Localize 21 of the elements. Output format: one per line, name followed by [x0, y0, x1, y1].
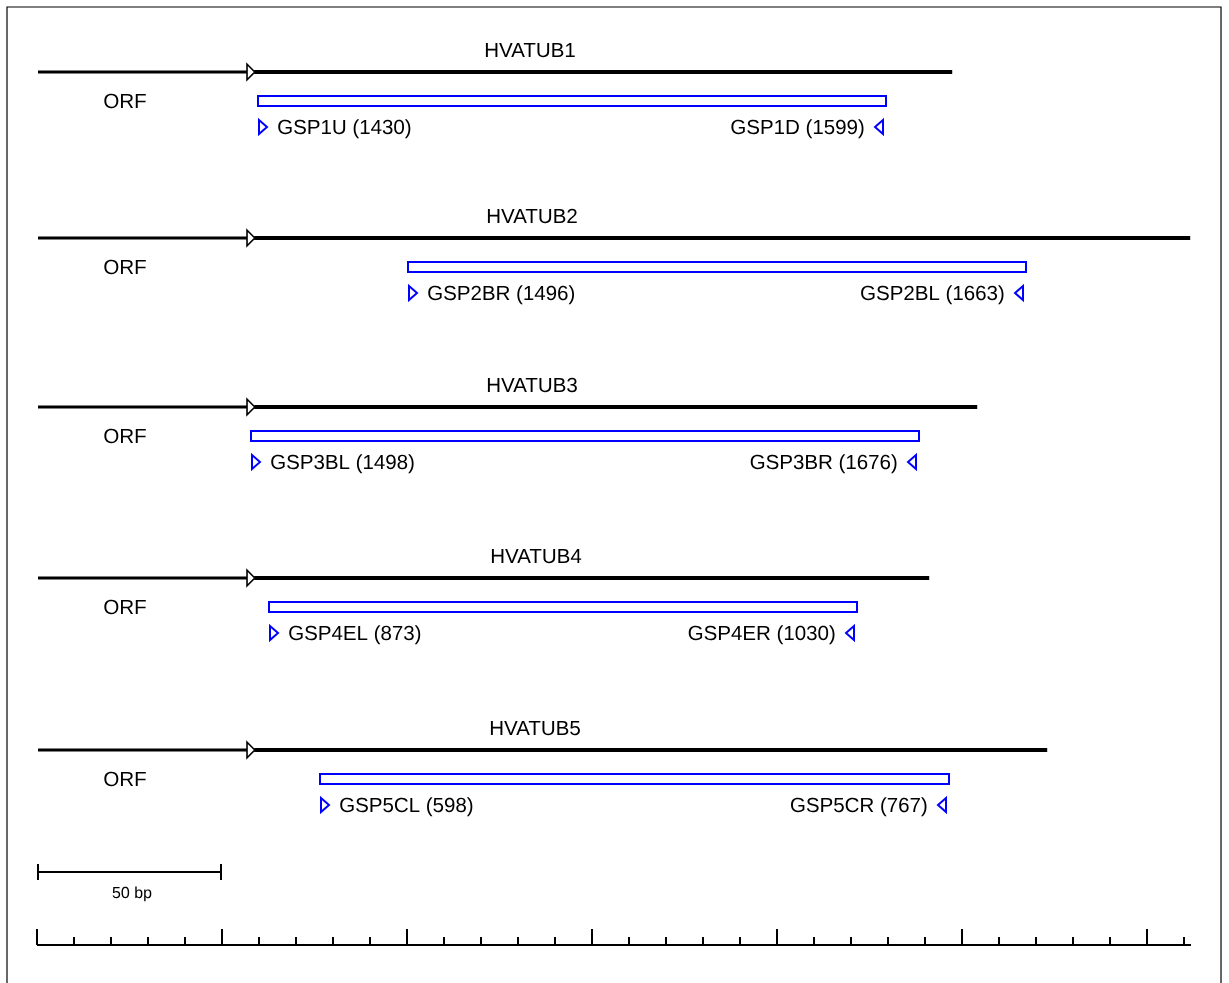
- orf-label: ORF: [104, 93, 146, 109]
- gene-label: HVATUB2: [487, 208, 577, 224]
- primer-label: GSP4EL (873): [289, 625, 421, 645]
- orf-label: ORF: [104, 259, 146, 275]
- primer-label: GSP3BL (1498): [271, 454, 414, 474]
- gene-label: HVATUB5: [490, 720, 580, 736]
- scale-label: 50 bp: [112, 886, 152, 902]
- orf-label: ORF: [104, 771, 146, 787]
- primer-label: GSP2BL (1663): [861, 285, 1004, 305]
- primer-label: GSP4ER (1030): [688, 625, 835, 645]
- orf-label: ORF: [104, 599, 146, 615]
- primer-label: GSP2BR (1496): [428, 285, 574, 305]
- primer-label: GSP1D (1599): [731, 119, 864, 139]
- primer-label: GSP5CR (767): [791, 797, 927, 817]
- primer-label: GSP1U (1430): [278, 119, 411, 139]
- gene-label: HVATUB3: [487, 377, 577, 393]
- orf-label: ORF: [104, 428, 146, 444]
- primer-label: GSP3BR (1676): [750, 454, 897, 474]
- gene-label: HVATUB1: [485, 42, 575, 58]
- primer-label: GSP5CL (598): [340, 797, 473, 817]
- gene-label: HVATUB4: [491, 548, 582, 564]
